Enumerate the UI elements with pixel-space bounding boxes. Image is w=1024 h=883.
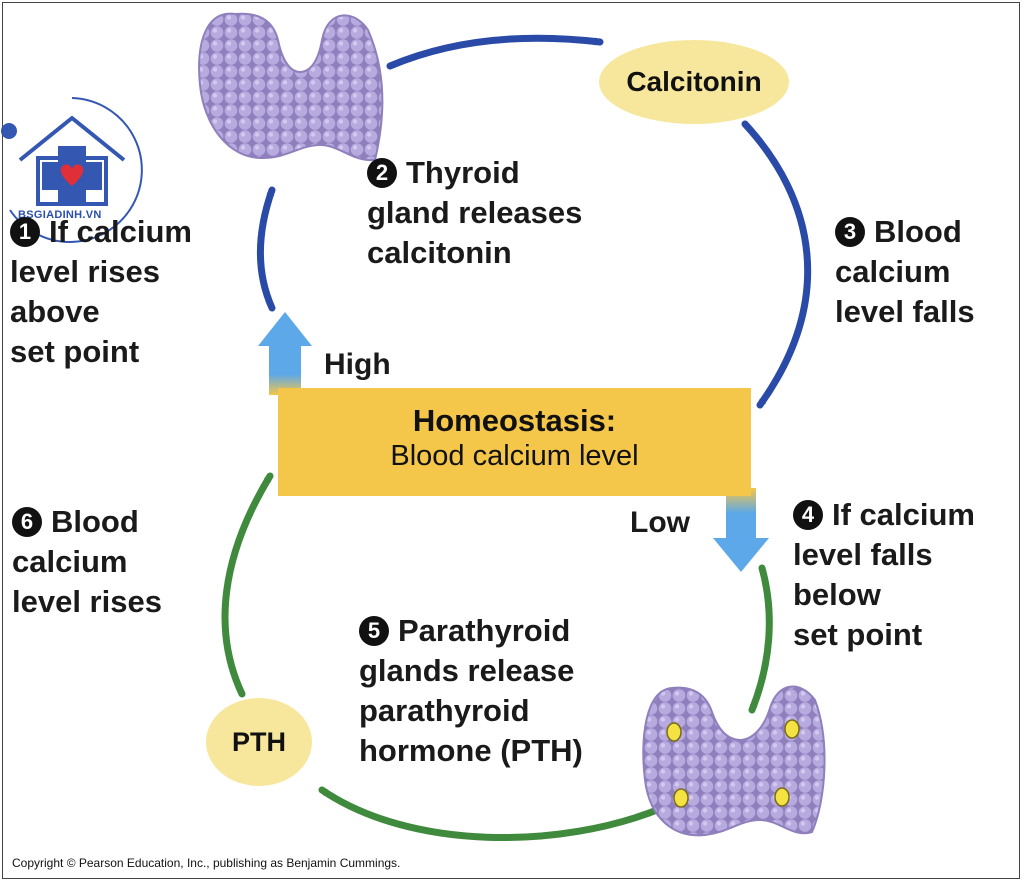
step-text-line: below — [793, 577, 881, 612]
step-text-line: Blood — [51, 504, 139, 539]
copyright-notice: Copyright © Pearson Education, Inc., pub… — [12, 856, 401, 870]
step-text-line: level rises — [12, 584, 162, 619]
parathyroid-dot — [673, 788, 689, 808]
homeostasis-box: Homeostasis: Blood calcium level — [278, 388, 751, 496]
low-label: Low — [630, 506, 690, 539]
parathyroid-dot — [774, 787, 790, 807]
step-text-line: calcitonin — [367, 235, 512, 270]
low-arrow — [713, 488, 769, 572]
high-label: High — [324, 348, 391, 381]
step-1: 1 If calcium level rises above set point — [10, 212, 192, 372]
step-text-line: calcium — [835, 254, 951, 289]
step-2: 2 Thyroid gland releases calcitonin — [367, 153, 582, 273]
step-text-line: Parathyroid — [398, 613, 571, 648]
step-text-line: glands release — [359, 653, 575, 688]
thyroid-gland-icon — [198, 12, 384, 162]
arrow-low-to-parathyroid — [748, 564, 773, 714]
step-text-line: If calcium — [832, 497, 975, 532]
step-number-badge: 2 — [367, 158, 397, 188]
step-text-line: level rises — [10, 254, 160, 289]
parathyroid-dot — [784, 719, 800, 739]
homeostasis-title: Homeostasis: — [412, 403, 617, 438]
high-arrow — [258, 312, 312, 395]
step-text-line: hormone (PTH) — [359, 733, 583, 768]
step-number-badge: 1 — [10, 217, 40, 247]
calcitonin-label: Calcitonin — [599, 40, 789, 124]
step-text-line: If calcium — [49, 214, 192, 249]
step-text-line: above — [10, 294, 100, 329]
step-text-line: level falls — [793, 537, 933, 572]
step-text-line: Thyroid — [406, 155, 520, 190]
step-text-line: set point — [793, 617, 923, 652]
step-number-badge: 5 — [359, 616, 389, 646]
step-text-line: gland releases — [367, 195, 583, 230]
watermark-text: BSGIADINH.VN — [18, 209, 102, 221]
arrow-parathyroid-to-pth — [318, 786, 666, 842]
step-4: 4 If calcium level falls below set point — [793, 495, 975, 655]
step-text-line: level falls — [835, 294, 975, 329]
watermark-logo — [1, 97, 143, 243]
arrow-calcitonin-to-homeostasis — [741, 120, 812, 409]
pth-label: PTH — [206, 698, 312, 786]
arrow-pth-to-homeostasis — [221, 472, 274, 698]
step-number-badge: 3 — [835, 217, 865, 247]
step-text-line: set point — [10, 334, 140, 369]
step-number-badge: 4 — [793, 500, 823, 530]
step-3: 3 Blood calcium level falls — [835, 212, 975, 332]
step-number-badge: 6 — [12, 507, 42, 537]
step-text-line: Blood — [874, 214, 962, 249]
step-6: 6 Blood calcium level rises — [12, 502, 162, 622]
homeostasis-subtitle: Blood calcium level — [390, 440, 639, 472]
step-text-line: calcium — [12, 544, 128, 579]
parathyroid-glands-icon — [642, 685, 826, 837]
arrow-high-to-thyroid — [256, 186, 276, 312]
parathyroid-dot — [666, 722, 682, 742]
step-text-line: parathyroid — [359, 693, 530, 728]
arrow-thyroid-to-calcitonin — [386, 34, 604, 70]
